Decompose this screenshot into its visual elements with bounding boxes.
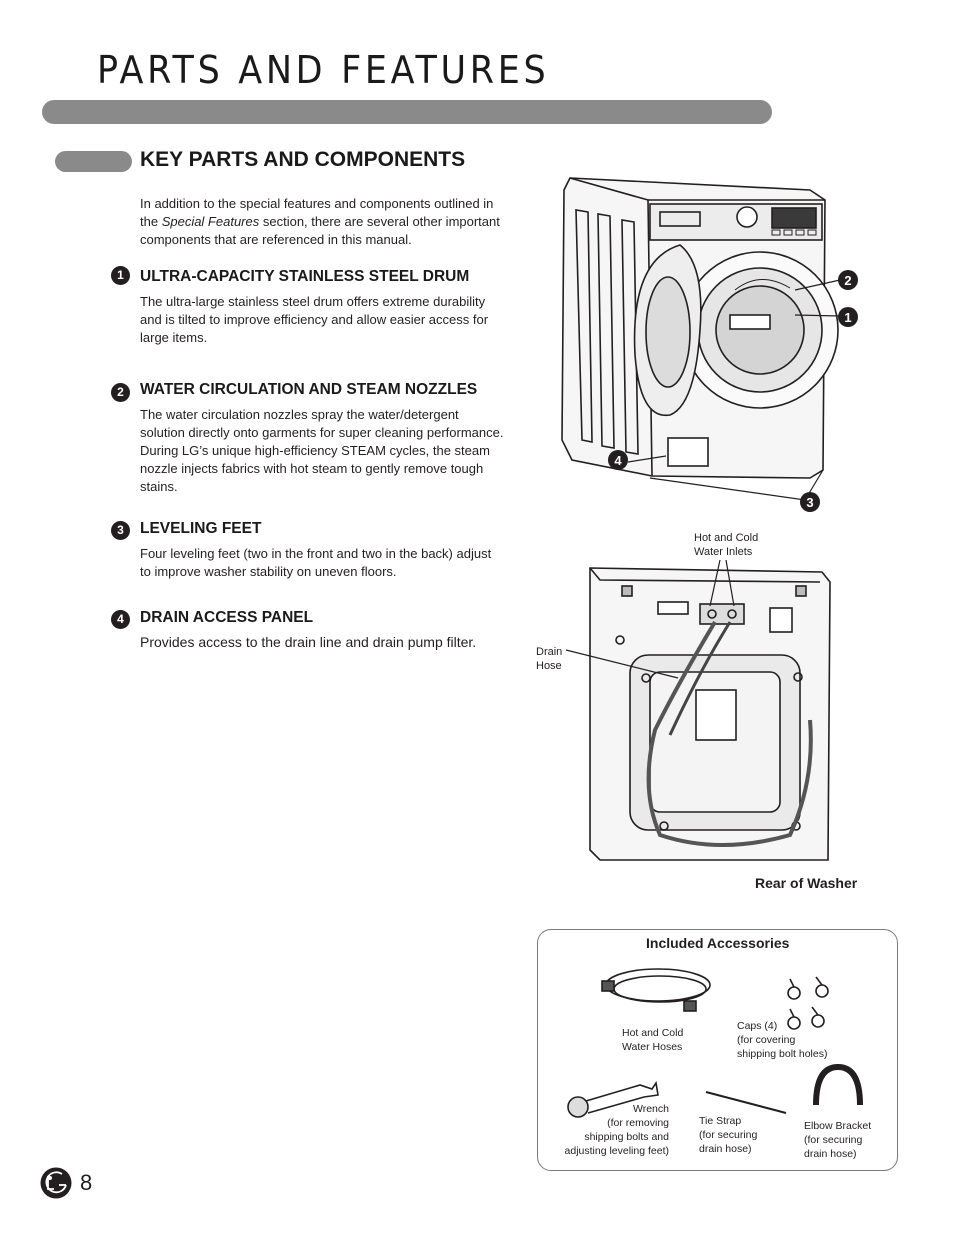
page-title: PARTS AND FEATURES — [97, 48, 550, 92]
caps-icon — [787, 976, 829, 1030]
hoses-label: Hot and Cold Water Hoses — [622, 1026, 683, 1054]
feature-title: WATER CIRCULATION AND STEAM NOZZLES — [140, 381, 478, 398]
accessories-illustrations — [567, 968, 863, 1118]
feature-body: The ultra-large stainless steel drum off… — [140, 294, 489, 345]
drain-label-line1: Drain — [536, 646, 563, 658]
elbow-label-line: Elbow Bracket — [804, 1120, 872, 1132]
wrench-label-line: shipping bolts and — [584, 1131, 669, 1143]
caps-label-line: Caps (4) — [737, 1020, 778, 1032]
accessories-title: Included Accessories — [646, 935, 790, 951]
section-pill-decoration — [55, 151, 132, 172]
tie-strap-label-line: Tie Strap — [699, 1115, 742, 1127]
wrench-label-line: Wrench — [633, 1103, 669, 1115]
tie-strap-label: Tie Strap (for securing drain hose) — [699, 1114, 757, 1156]
title-bar-decoration — [42, 100, 772, 124]
accessories-box — [537, 929, 898, 1171]
inlets-label-line1: Hot and Cold — [694, 532, 759, 544]
feature-title: DRAIN ACCESS PANEL — [140, 609, 314, 626]
intro-paragraph: In addition to the special features and … — [140, 195, 500, 249]
section-heading: KEY PARTS AND COMPONENTS — [140, 148, 466, 171]
wrench-icon — [567, 1080, 659, 1118]
rear-washer-illustration — [565, 560, 831, 861]
intro-text-italic: Special Features — [161, 214, 260, 229]
feature-number-badge: 2 — [111, 383, 130, 402]
elbow-bracket-icon — [813, 1063, 863, 1106]
front-washer-illustration: 2 1 4 3 — [561, 177, 858, 512]
caps-label: Caps (4) (for covering shipping bolt hol… — [737, 1019, 827, 1061]
tie-strap-label-line: (for securing — [699, 1129, 758, 1141]
hoses-label-line: Water Hoses — [622, 1041, 683, 1053]
lg-logo-icon — [40, 1167, 72, 1199]
feature-number-badge: 4 — [111, 610, 130, 629]
drain-hose-label: Drain Hose — [536, 645, 562, 673]
tie-strap-label-line: drain hose) — [699, 1143, 752, 1155]
caps-label-line: (for covering — [737, 1034, 796, 1046]
caps-label-line: shipping bolt holes) — [737, 1048, 828, 1060]
feature-number-badge: 1 — [111, 266, 130, 285]
callout-1: 1 — [844, 310, 851, 325]
callout-3: 3 — [806, 495, 813, 510]
wrench-label: Wrench (for removing shipping bolts and … — [555, 1102, 669, 1158]
intro-text-before: In addition to the special features and … — [140, 196, 494, 229]
inlets-label-line2: Water Inlets — [694, 546, 753, 558]
page-number: 8 — [80, 1170, 93, 1195]
wrench-label-line: adjusting leveling feet) — [564, 1145, 669, 1157]
feature-body: The water circulation nozzles spray the … — [140, 407, 504, 494]
intro-text-after: section, there are several other importa… — [140, 214, 500, 247]
inlets-label: Hot and Cold Water Inlets — [694, 531, 758, 559]
rear-caption: Rear of Washer — [755, 875, 858, 891]
feature-body: Four leveling feet (two in the front and… — [140, 546, 492, 579]
feature-number-badge: 3 — [111, 521, 130, 540]
elbow-label-line: drain hose) — [804, 1148, 857, 1160]
callout-4: 4 — [614, 453, 622, 468]
wrench-label-line: (for removing — [607, 1117, 669, 1129]
elbow-label-line: (for securing — [804, 1134, 863, 1146]
tie-strap-icon — [705, 1091, 787, 1114]
feature-title: ULTRA-CAPACITY STAINLESS STEEL DRUM — [140, 268, 470, 285]
hoses-label-line: Hot and Cold — [622, 1027, 684, 1039]
feature-title: LEVELING FEET — [140, 520, 262, 537]
drain-label-line2: Hose — [536, 660, 562, 672]
feature-body: Provides access to the drain line and dr… — [140, 634, 477, 650]
callout-2: 2 — [844, 273, 851, 288]
elbow-label: Elbow Bracket (for securing drain hose) — [804, 1119, 871, 1161]
